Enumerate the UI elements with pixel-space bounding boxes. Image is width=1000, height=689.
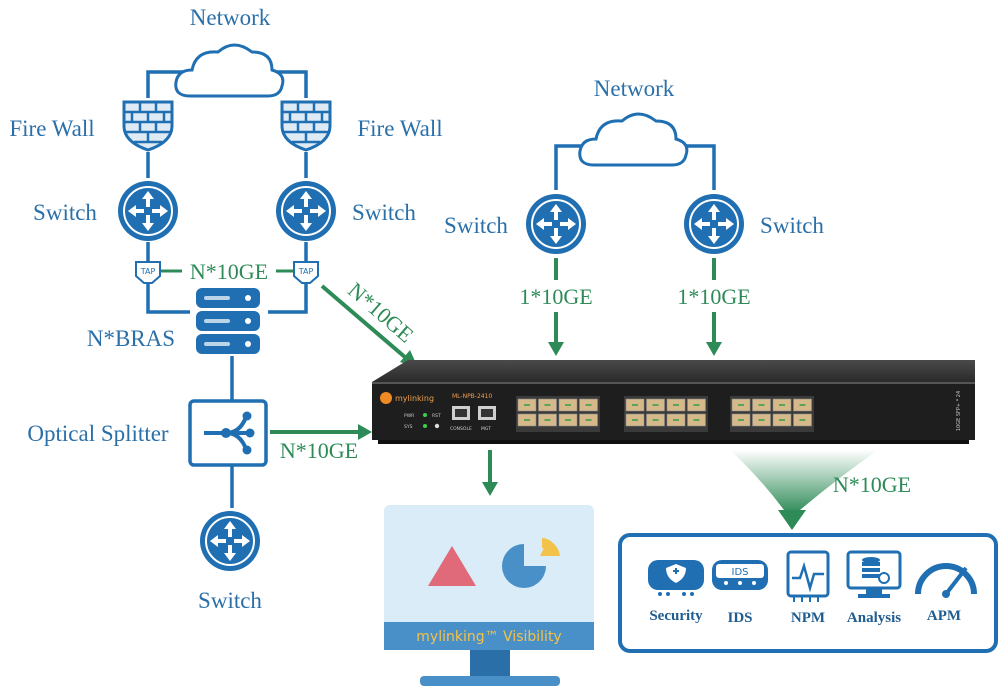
- tap-link-label: N*10GE: [190, 259, 268, 284]
- tools-panel: IDS Security IDS NPM: [618, 533, 998, 653]
- led-rst-label: RST: [432, 413, 441, 419]
- sfp-port-led: [799, 404, 806, 406]
- sfp-group: [624, 396, 708, 432]
- device-to-tools-fan: [730, 450, 878, 510]
- tool-label-apm: APM: [927, 608, 961, 624]
- led-pwr-icon: [423, 413, 427, 417]
- device-to-tools-arrowhead: [778, 510, 806, 530]
- sfp-port-led: [652, 419, 659, 421]
- rst-button-icon: [434, 423, 440, 429]
- right-link-left-label: 1*10GE: [519, 284, 592, 309]
- sfp-port-led: [693, 419, 700, 421]
- tool-label-npm: NPM: [791, 610, 825, 626]
- right-network: Network Switch Switch 1*10GE 1*10GE: [444, 76, 824, 356]
- right-switch-right-arrowhead: [706, 342, 722, 356]
- mgt-label: MGT: [481, 426, 491, 432]
- firewall-left-label: Fire Wall: [9, 116, 94, 141]
- sfp-port-led: [632, 419, 638, 421]
- splitter-to-device-arrow: [270, 424, 372, 440]
- sfp-port-led: [673, 404, 679, 406]
- packet-broker-device: mylinking ML-NPB-2410 PWR SYS RST CONSOL…: [372, 360, 975, 444]
- right-switch-right-icon: [683, 193, 745, 255]
- pie-chart-icon: [502, 538, 560, 588]
- sfp-group: [730, 396, 814, 432]
- ids-badge: IDS: [732, 567, 749, 578]
- sfp-port-led: [779, 419, 785, 421]
- switch-right-label: Switch: [352, 200, 416, 225]
- console-label: CONSOLE: [450, 426, 472, 432]
- visibility-monitor: mylinking™ Visibility: [384, 505, 594, 686]
- gauge-icon: [915, 563, 977, 598]
- right-switch-left-label: Switch: [444, 213, 508, 238]
- sfp-port-led: [524, 404, 530, 406]
- sfp-port-groups: [516, 396, 814, 432]
- sfp-port-led: [738, 419, 744, 421]
- switch-left-label: Switch: [33, 200, 97, 225]
- device-to-monitor-arrow: [482, 450, 498, 496]
- left-network-label: Network: [190, 5, 271, 30]
- sfp-port-led: [585, 419, 592, 421]
- sfp-port-led: [544, 404, 551, 406]
- triangle-chart-icon: [428, 546, 476, 586]
- bras-server-icon: [196, 288, 260, 354]
- splitter-to-device-label: N*10GE: [280, 438, 358, 463]
- sfp-port-led: [524, 419, 530, 421]
- sfp-port-led: [693, 404, 700, 406]
- right-network-label: Network: [594, 76, 675, 101]
- right-switch-right-label: Switch: [760, 213, 824, 238]
- monitor-stand: [470, 650, 510, 676]
- sfp-port-led: [779, 404, 785, 406]
- optical-splitter-label: Optical Splitter: [27, 421, 169, 446]
- left-network: Network Fire Wall Fire Wall Switch Switc…: [9, 5, 442, 613]
- sfp-port-led: [758, 404, 765, 406]
- left-switch-icon: [117, 180, 179, 242]
- sfp-group: [516, 396, 600, 432]
- sfp-port-led: [632, 404, 638, 406]
- led-pwr-label: PWR: [404, 413, 414, 419]
- firewall-right-label: Fire Wall: [357, 116, 442, 141]
- sfp-port-led: [565, 419, 571, 421]
- left-cloud-icon: [174, 43, 285, 98]
- ids-appliance-icon: [712, 560, 768, 590]
- device-side-text: 10GE SFP+ * 24: [956, 391, 962, 431]
- led-sys-label: SYS: [404, 424, 413, 430]
- optical-splitter-icon: [188, 399, 268, 467]
- network-pulse-icon: [786, 550, 830, 602]
- tap-left-label: TAP: [140, 267, 156, 276]
- sfp-port-led: [565, 404, 571, 406]
- tool-label-ids: IDS: [727, 610, 752, 626]
- led-sys-icon: [423, 424, 427, 428]
- sfp-port-led: [738, 404, 744, 406]
- sfp-port-led: [585, 404, 592, 406]
- monitor-banner: mylinking™ Visibility: [416, 629, 561, 645]
- tool-label-analysis: Analysis: [847, 610, 901, 626]
- sfp-port-led: [673, 419, 679, 421]
- bottom-switch-icon: [199, 510, 261, 572]
- right-switch-left-arrowhead: [548, 342, 564, 356]
- bottom-switch-label: Switch: [198, 588, 262, 613]
- sfp-port-led: [544, 419, 551, 421]
- tool-label-security: Security: [649, 608, 703, 624]
- right-switch-left-icon: [525, 193, 587, 255]
- sfp-port-led: [799, 419, 806, 421]
- device-to-tools-label: N*10GE: [833, 472, 911, 497]
- left-firewall-icon: [122, 100, 174, 152]
- bras-label: N*BRAS: [87, 326, 175, 351]
- device-model: ML-NPB-2410: [452, 393, 492, 400]
- sfp-port-led: [758, 419, 765, 421]
- shield-appliance-icon: [648, 560, 704, 596]
- left-network-links: [146, 70, 308, 508]
- brand-logo-icon: [380, 392, 392, 404]
- device-brand: mylinking: [395, 394, 434, 403]
- right-link-right-label: 1*10GE: [677, 284, 750, 309]
- right-firewall-icon: [280, 100, 332, 152]
- database-monitor-icon: [846, 550, 902, 598]
- sfp-port-led: [652, 404, 659, 406]
- monitor-base: [420, 676, 560, 686]
- right-switch-icon: [275, 180, 337, 242]
- right-cloud-icon: [578, 112, 689, 167]
- tap-right-label: TAP: [298, 267, 314, 276]
